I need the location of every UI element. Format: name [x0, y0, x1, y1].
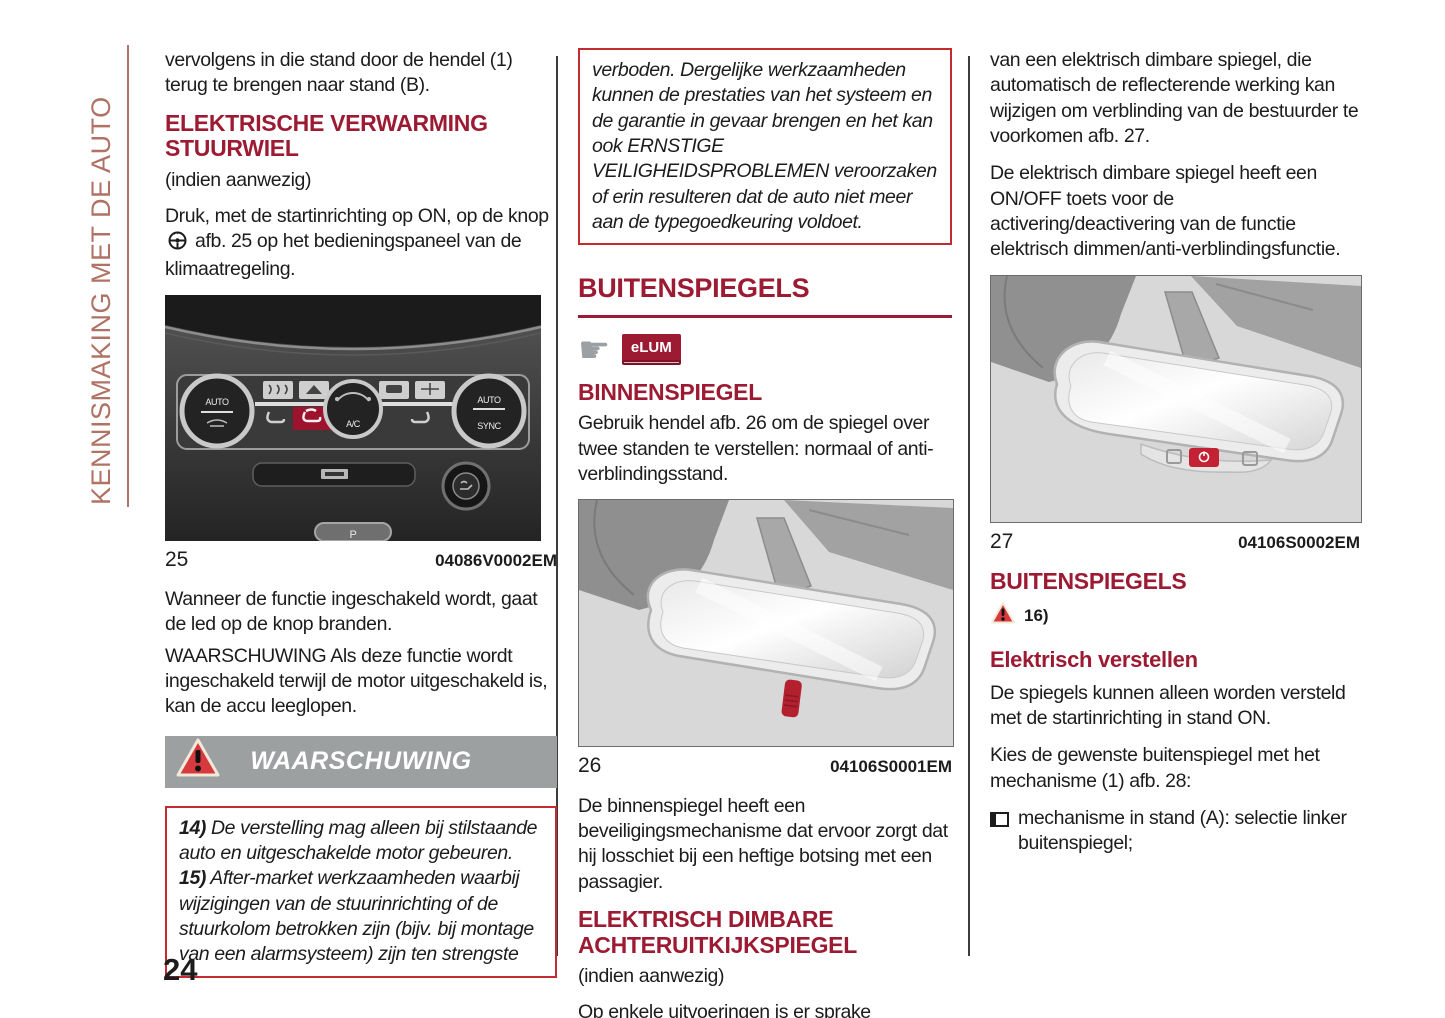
page-number: 24 — [163, 952, 198, 987]
note-indien-aanwezig-2: (indien aanwezig) — [578, 965, 725, 988]
fig25-climate-panel-image: AUTO AUTO SYNC A/C — [165, 294, 541, 541]
warning-triangle-small-icon — [990, 601, 1016, 632]
elum-reference-row: ☛ eLUM — [578, 328, 952, 370]
paragraph-led: Wanneer de functie ingeschakeld wordt, g… — [165, 587, 538, 636]
column-middle: verboden. Dergelijke werkzaamheden kunne… — [578, 48, 954, 1018]
figure-code: 04086V0002EM — [435, 550, 557, 570]
heated-steering-wheel-icon — [168, 231, 187, 257]
knob-right-top-label: AUTO — [477, 395, 501, 405]
figure-26-caption: 26 04106S0001EM — [578, 752, 952, 779]
heading-buitenspiegels-main: BUITENSPIEGELS — [578, 271, 952, 318]
paragraph-startinrichting: De spiegels kunnen alleen worden verstel… — [990, 681, 1346, 730]
paragraph-mechanisme: De binnenspiegel heeft een beveiligingsm… — [578, 794, 948, 893]
notes-box: 14) De verstelling mag alleen bij stilst… — [165, 805, 557, 978]
note-15: 15) After-market werkzaamheden waarbij w… — [179, 867, 534, 966]
warning-banner-label: WAARSCHUWING — [250, 747, 472, 776]
chapter-title-vertical: KENNISMAKING MET DE AUTO — [86, 96, 116, 505]
figure-26: 26 04106S0001EM — [578, 499, 954, 779]
heading-binnenspiegel: BINNENSPIEGEL — [578, 378, 762, 405]
fig27-mirror-image — [990, 274, 1362, 523]
figure-number: 26 — [578, 754, 602, 778]
sidebar-rule — [127, 45, 129, 507]
paragraph-uitvoeringen: Op enkele uitvoeringen is er sprake — [578, 1000, 871, 1018]
pointing-hand-icon: ☛ — [578, 328, 610, 370]
bullet-mechanisme-a: mechanisme in stand (A): selectie linker… — [990, 806, 1360, 857]
figure-code: 04106S0002EM — [1238, 532, 1360, 552]
fig26-mirror-image — [578, 499, 954, 748]
paragraph-dimbare-2: De elektrisch dimbare spiegel heeft een … — [990, 162, 1341, 261]
gear-p-label: P — [350, 529, 357, 541]
column-left: vervolgens in die stand door de hendel (… — [165, 48, 557, 992]
warning-banner: WAARSCHUWING — [165, 735, 557, 788]
knob-left-label: AUTO — [205, 397, 229, 407]
paragraph-accu-warning: WAARSCHUWING Als deze functie wordt inge… — [165, 644, 548, 718]
figure-27-caption: 27 04106S0002EM — [990, 528, 1360, 555]
heading-buitenspiegels-right: BUITENSPIEGELS — [990, 568, 1187, 595]
figure-code: 04106S0001EM — [830, 757, 952, 777]
paragraph-hendel: vervolgens in die stand door de hendel (… — [165, 49, 513, 97]
note-indien-aanwezig: (indien aanwezig) — [165, 169, 312, 192]
heading-elektrisch-dimbare: ELEKTRISCH DIMBARE ACHTERUITKIJKSPIEGEL — [578, 905, 857, 958]
paragraph-binnenspiegel: Gebruik hendel afb. 26 om de spiegel ove… — [578, 412, 934, 485]
warning-reference-16: 16) — [990, 601, 1360, 632]
note-14: 14) De verstelling mag alleen bij stilst… — [179, 816, 538, 864]
paragraph-mechanisme-28: Kies de gewenste buitenspiegel met het m… — [990, 744, 1320, 792]
figure-25-caption: 25 04086V0002EM — [165, 546, 557, 573]
figure-number: 25 — [165, 547, 189, 571]
knob-center-label: A/C — [346, 419, 361, 429]
warning-triangle-icon — [175, 737, 221, 786]
figure-number: 27 — [990, 529, 1014, 553]
square-bullet-icon — [990, 812, 1009, 828]
knob-right-bottom-label: SYNC — [477, 421, 501, 431]
column-right: van een elektrisch dimbare spiegel, die … — [990, 48, 1362, 869]
warning-reference-number: 16) — [1024, 606, 1049, 626]
figure-25: AUTO AUTO SYNC A/C — [165, 294, 557, 573]
paragraph-knop: Druk, met de startinrichting op ON, op d… — [165, 204, 549, 281]
heading-elektrisch-verstellen: Elektrisch verstellen — [990, 647, 1198, 673]
figure-27: 27 04106S0002EM — [990, 274, 1362, 555]
continuation-box: verboden. Dergelijke werkzaamheden kunne… — [578, 48, 952, 246]
elum-book-icon: eLUM — [621, 333, 681, 366]
column-divider-1 — [556, 56, 558, 956]
paragraph-dimbare-1: van een elektrisch dimbare spiegel, die … — [990, 49, 1359, 148]
column-divider-2 — [968, 56, 970, 956]
heading-elektrische-verwarming: ELEKTRISCHE VERWARMING STUURWIEL — [165, 109, 488, 162]
